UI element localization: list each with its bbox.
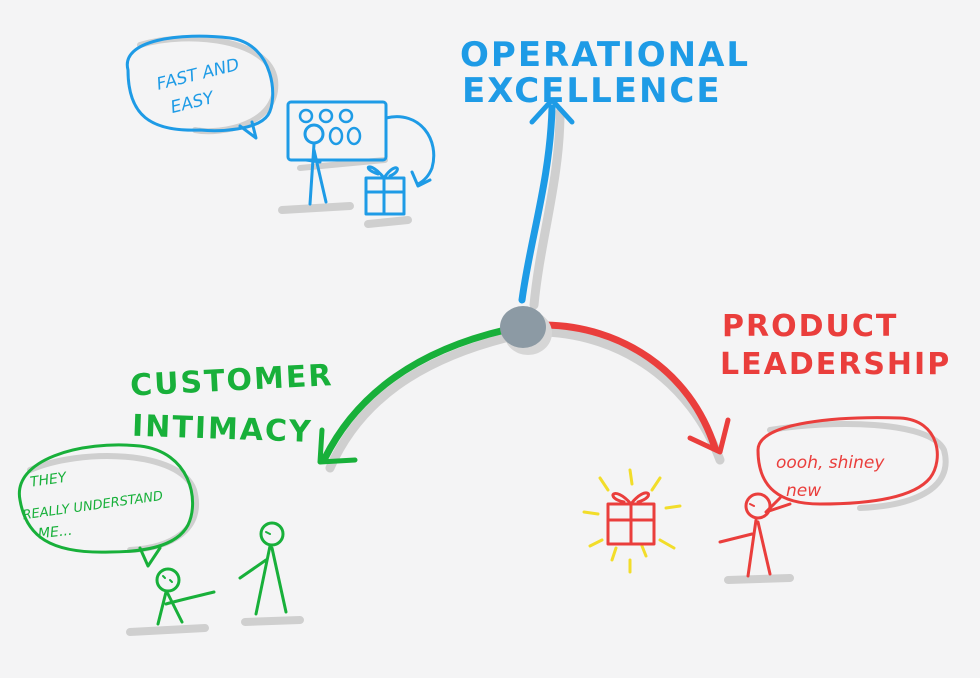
speech-bubble-customer: THEY REALLY UNDERSTAND ME... bbox=[17, 443, 199, 568]
person-icon-customer-1 bbox=[126, 567, 216, 636]
speech-bubble-operational: FAST AND EASY bbox=[125, 34, 279, 140]
arrow-customer bbox=[317, 326, 510, 473]
title-operational-line1: OPERATIONAL bbox=[460, 35, 750, 75]
speech-product-line2: new bbox=[786, 481, 821, 501]
speech-product-line1: oooh, shiney bbox=[776, 453, 885, 473]
arrow-operational bbox=[518, 97, 575, 310]
gift-icon-product bbox=[606, 491, 656, 546]
title-customer: CUSTOMER INTIMACY bbox=[129, 358, 334, 450]
title-product: PRODUCT LEADERSHIP bbox=[720, 309, 951, 382]
person-icon-customer-2 bbox=[238, 521, 304, 626]
arrow-product bbox=[540, 321, 731, 465]
title-customer-line1: CUSTOMER bbox=[129, 358, 334, 404]
speech-bubble-product: oooh, shiney new bbox=[756, 416, 949, 514]
person-icon-product bbox=[718, 492, 794, 584]
title-product-line1: PRODUCT bbox=[722, 309, 898, 344]
speech-customer-line3: ME... bbox=[37, 523, 73, 542]
person-icon-operational bbox=[278, 123, 354, 214]
title-product-line2: LEADERSHIP bbox=[720, 347, 951, 382]
screen-icon bbox=[286, 100, 436, 188]
title-operational: OPERATIONAL EXCELLENCE bbox=[460, 35, 750, 111]
title-customer-line2: INTIMACY bbox=[131, 409, 313, 450]
speech-operational-line1: FAST AND bbox=[155, 55, 242, 95]
hub-node bbox=[500, 306, 552, 355]
sparkle-icon bbox=[582, 468, 682, 574]
speech-customer-line2: REALLY UNDERSTAND bbox=[22, 489, 164, 524]
gift-icon-operational bbox=[364, 165, 412, 228]
title-operational-line2: EXCELLENCE bbox=[462, 71, 722, 111]
speech-operational-line2: EASY bbox=[169, 88, 218, 118]
speech-customer-line1: THEY bbox=[29, 470, 69, 491]
